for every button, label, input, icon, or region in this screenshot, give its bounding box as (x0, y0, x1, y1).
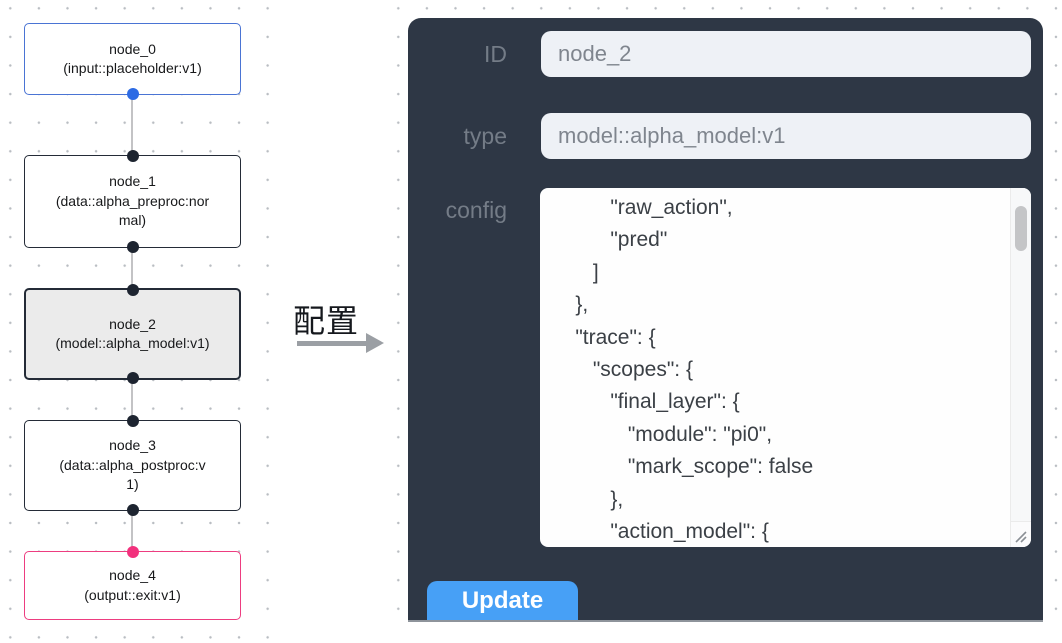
graph-node-node4[interactable]: node_4(output::exit:v1) (24, 546, 241, 620)
config-scrollbar-corner (1010, 521, 1031, 547)
node-type: (input::placeholder:v1) (63, 60, 202, 76)
resize-handle-icon[interactable] (1011, 527, 1029, 545)
node-label: node_4(output::exit:v1) (54, 566, 212, 605)
output-port[interactable] (126, 88, 139, 100)
node-label: node_1(data::alpha_preproc:normal) (54, 172, 212, 231)
node-config-panel: ID type config node_2 model::alpha_model… (408, 18, 1043, 620)
node-name: node_2 (109, 315, 156, 332)
node-type: (model::alpha_model:v1) (55, 335, 210, 351)
configure-label: 配置 (293, 303, 360, 339)
type-input[interactable]: model::alpha_model:v1 (541, 113, 1031, 159)
config-textarea[interactable]: "raw_action", "pred" ] }, "trace": { "sc… (540, 188, 1031, 547)
id-input-value: node_2 (558, 41, 632, 66)
output-port[interactable] (126, 504, 139, 516)
type-input-value: model::alpha_model:v1 (558, 123, 786, 148)
input-port[interactable] (126, 284, 139, 296)
config-field-label: config (445, 197, 507, 223)
node-label: node_0(input::placeholder:v1) (54, 40, 212, 79)
node-name: node_1 (109, 173, 156, 190)
edge-node0-node1 (131, 95, 133, 155)
output-port[interactable] (126, 372, 139, 384)
config-scrollbar-thumb[interactable] (1015, 206, 1027, 251)
arrow-right-icon (366, 333, 384, 353)
input-port[interactable] (126, 546, 139, 558)
edge-node3-node4 (131, 511, 133, 551)
node-type: (output::exit:v1) (84, 586, 181, 603)
graph-node-node2-selected[interactable]: node_2(model::alpha_model:v1) (24, 284, 241, 384)
edge-node2-node3 (131, 380, 133, 420)
input-port[interactable] (126, 415, 139, 427)
graph-node-node1[interactable]: node_1(data::alpha_preproc:normal) (24, 150, 241, 253)
config-json-content[interactable]: "raw_action", "pred" ] }, "trace": { "sc… (575, 196, 814, 544)
type-field-label: type (463, 123, 507, 149)
graph-node-node3[interactable]: node_3(data::alpha_postproc:v1) (24, 415, 241, 516)
update-button[interactable]: Update (427, 581, 578, 620)
id-field-label: ID (484, 41, 507, 67)
node-name: node_3 (109, 437, 156, 454)
node-name: node_4 (109, 567, 156, 583)
node-label: node_2(model::alpha_model:v1) (54, 315, 212, 354)
node-type: (data::alpha_postproc:v1) (59, 456, 206, 493)
arrow-shaft (297, 341, 367, 346)
node-type: (data::alpha_preproc:normal) (55, 192, 210, 229)
id-input[interactable]: node_2 (541, 31, 1031, 77)
graph-node-node0[interactable]: node_0(input::placeholder:v1) (24, 23, 241, 100)
input-port[interactable] (126, 150, 139, 162)
output-port[interactable] (126, 241, 139, 253)
config-scrollbar-track[interactable] (1010, 188, 1031, 521)
edge-node1-node2 (131, 248, 133, 288)
node-name: node_0 (109, 40, 156, 57)
node-label: node_3(data::alpha_postproc:v1) (54, 436, 212, 495)
